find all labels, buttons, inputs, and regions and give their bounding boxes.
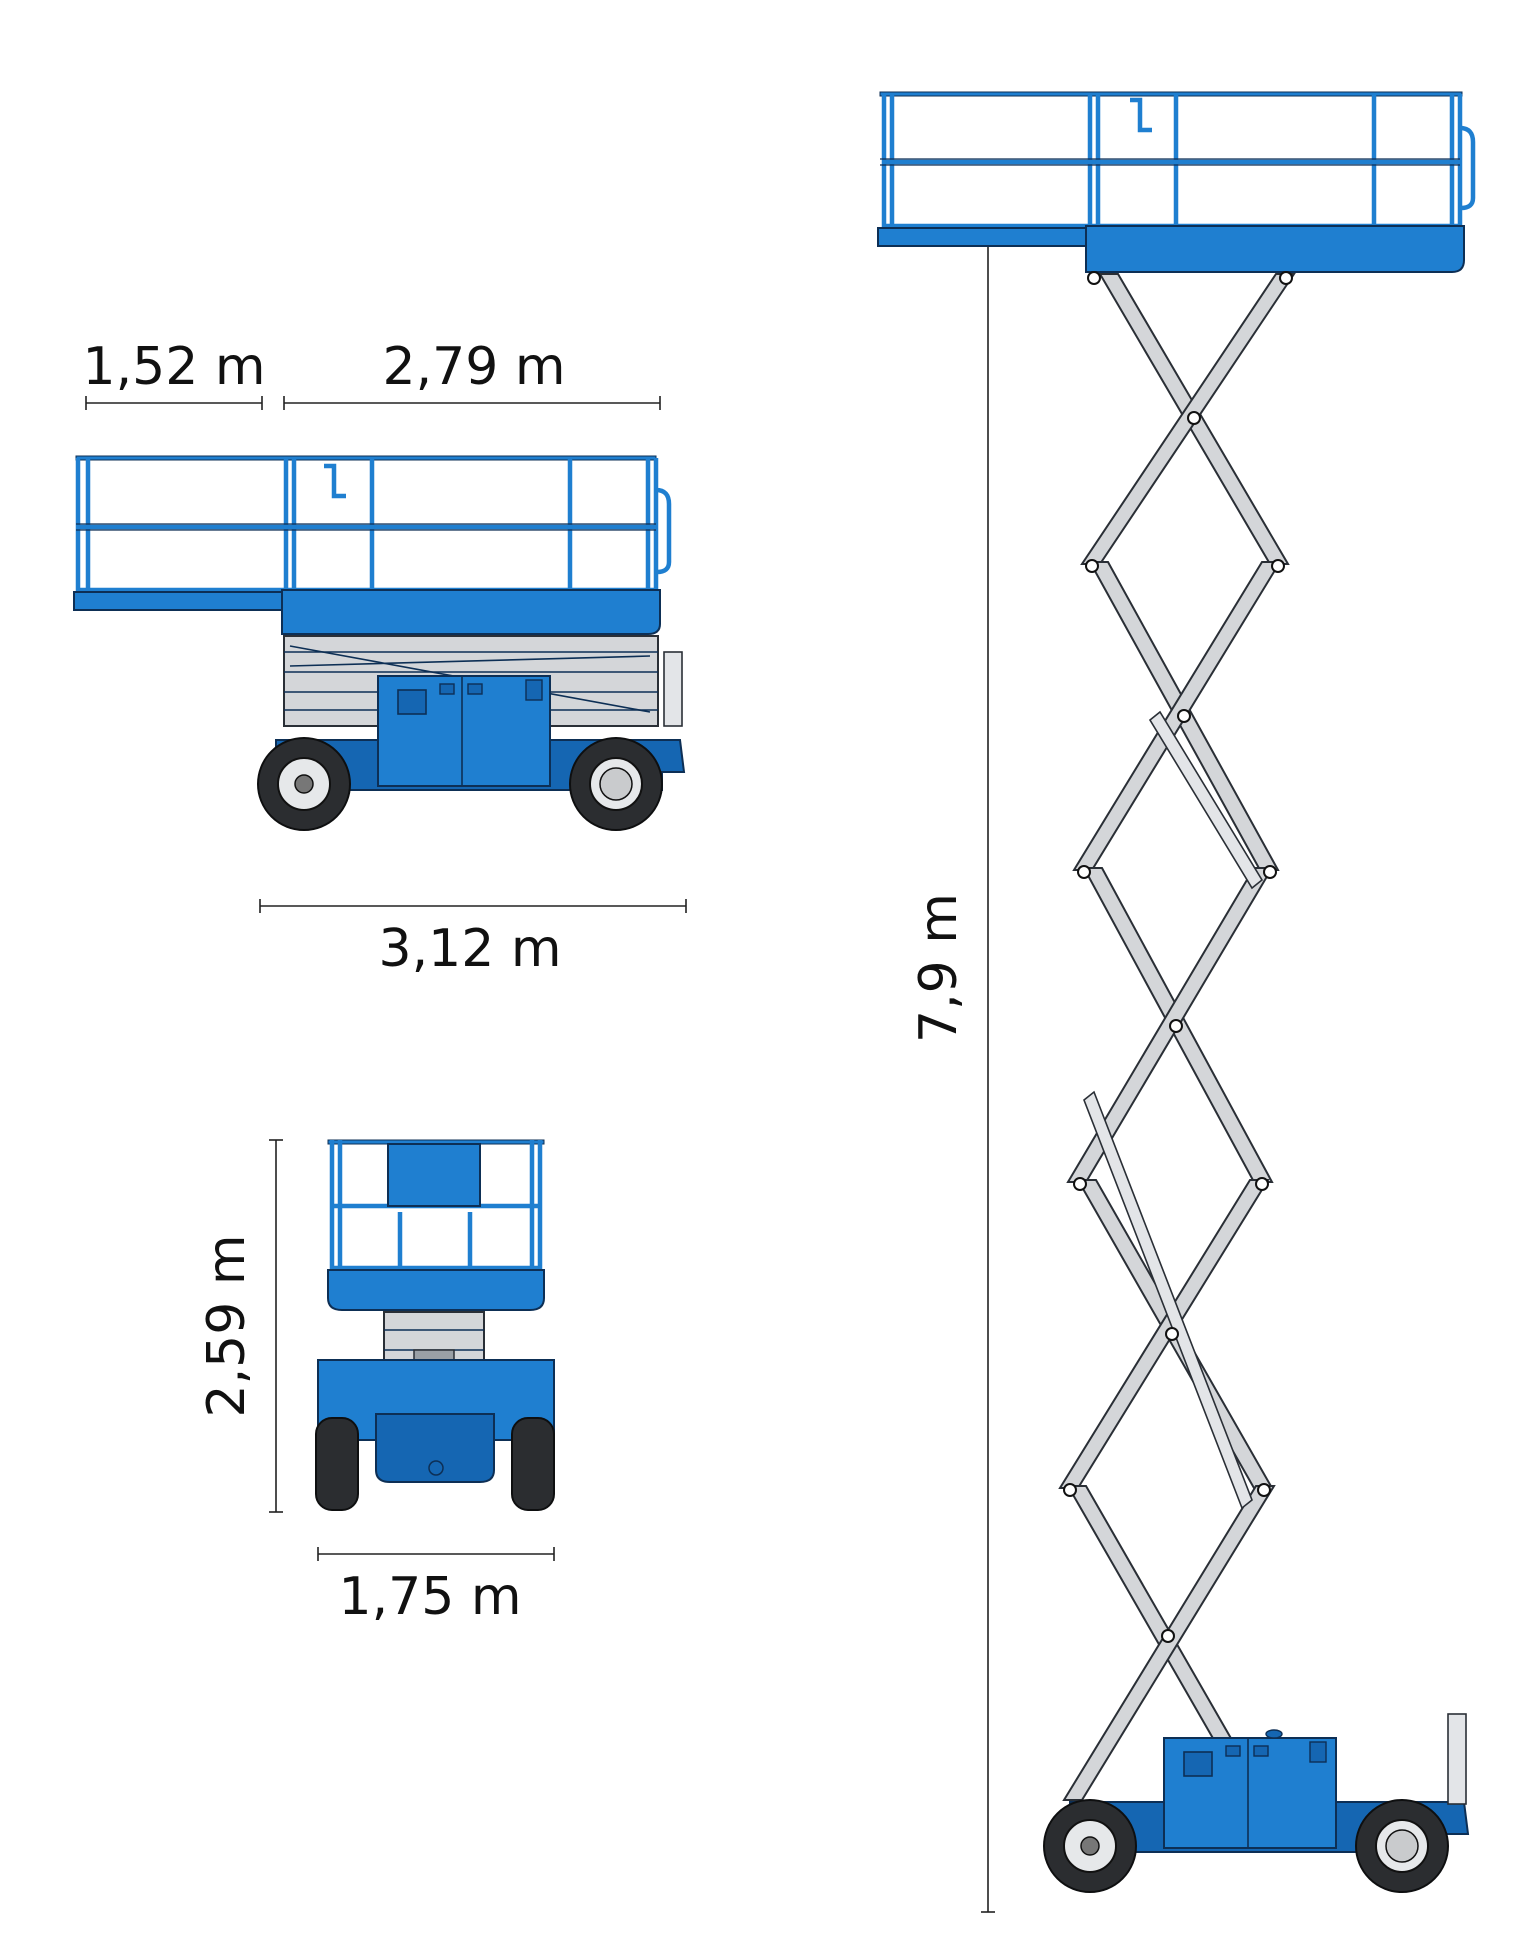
front-left-wheel	[315, 1417, 359, 1511]
raised-control-box	[1163, 1729, 1337, 1849]
front-guardrail	[327, 1139, 545, 1271]
front-platform-deck	[327, 1269, 545, 1311]
label-overall-length: 3,12 m	[379, 919, 562, 979]
label-overall-width: 1,75 m	[339, 1567, 522, 1627]
control-box	[377, 675, 551, 787]
dim-overall-width: 1,75 m	[317, 1547, 555, 1627]
raised-rear-wheel	[1043, 1799, 1137, 1893]
dim-platform-height: 7,9 m	[878, 245, 1094, 1913]
raised-platform-deck	[1085, 225, 1465, 273]
front-bumper	[375, 1413, 495, 1483]
dim-platform-length: 2,79 m	[283, 337, 661, 410]
label-platform-extension: 1,52 m	[83, 337, 266, 397]
dim-overall-length: 3,12 m	[259, 899, 687, 979]
side-view-stowed: 1,52 m 2,79 m	[73, 337, 687, 979]
raised-extension-deck	[877, 227, 1091, 247]
raised-guardrail	[879, 91, 1476, 232]
extension-deck	[73, 591, 287, 611]
label-platform-length: 2,79 m	[383, 337, 566, 397]
raised-front-wheel	[1355, 1799, 1449, 1893]
label-stowed-height: 2,59 m	[197, 1235, 257, 1418]
dim-platform-extension: 1,52 m	[83, 337, 266, 410]
label-platform-height: 7,9 m	[909, 893, 969, 1043]
scissor-arms	[1058, 271, 1296, 1801]
platform-guardrail	[75, 455, 672, 596]
side-view-raised: 7,9 m	[877, 91, 1476, 1913]
front-right-wheel	[511, 1417, 555, 1511]
front-view: 2,59 m	[197, 1139, 555, 1627]
dim-stowed-height: 2,59 m	[197, 1139, 283, 1513]
raised-outrigger-post	[1447, 1713, 1467, 1805]
front-wheel	[569, 737, 663, 831]
platform-deck	[281, 589, 661, 635]
rear-wheel	[257, 737, 351, 831]
